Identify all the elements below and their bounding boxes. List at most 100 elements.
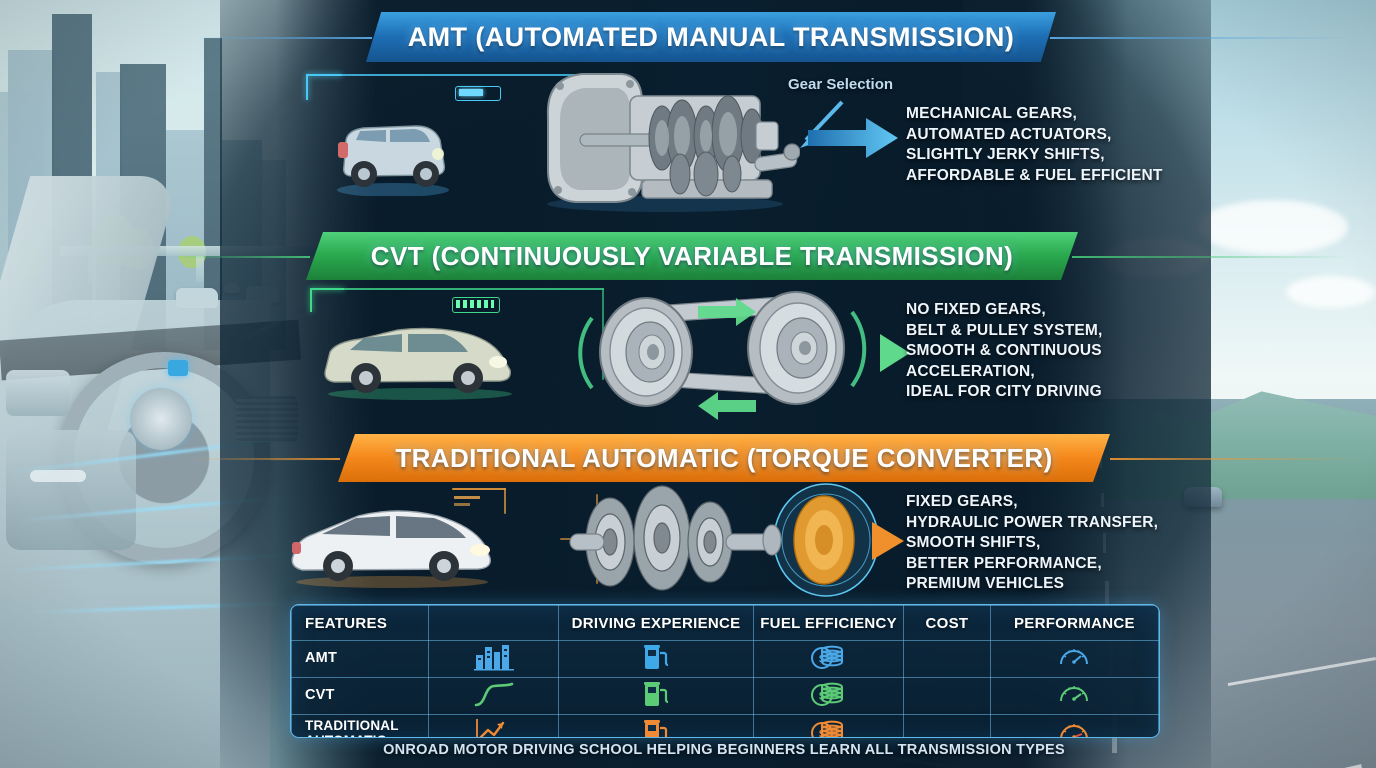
svg-text:$: $ <box>819 654 825 666</box>
cell-performance-amt <box>989 640 1159 678</box>
gauge-icon <box>1060 686 1089 702</box>
cvt-feature-1: BELT & PULLEY SYSTEM, <box>906 321 1103 339</box>
col-performance: PERFORMANCE <box>989 605 1159 641</box>
amt-feature-1: AUTOMATED ACTUATORS, <box>906 125 1112 143</box>
hud-frame-right <box>504 488 506 514</box>
cell-performance-auto <box>989 714 1159 737</box>
side-mirror <box>6 370 70 416</box>
amt-feature-3: AFFORDABLE & FUEL EFFICIENT <box>906 166 1163 184</box>
auto-banner-label: TRADITIONAL AUTOMATIC (TORQUE CONVERTER) <box>395 442 1053 473</box>
city-skyline-icon <box>473 645 514 671</box>
comparison-table: FEATURES DRIVING EXPERIENCE FUEL EFFICIE… <box>290 604 1160 738</box>
gear-selection-callout: Gear Selection <box>788 76 894 93</box>
cvt-feature-list: NO FIXED GEARS, BELT & PULLEY SYSTEM, SM… <box>906 300 1103 403</box>
cloud <box>1286 276 1376 309</box>
auto-feature-list: FIXED GEARS, HYDRAULIC POWER TRANSFER, S… <box>906 492 1158 595</box>
cell-driving-cvt <box>558 677 755 715</box>
hud-tick <box>454 503 470 506</box>
coin-stack-icon: $ <box>810 682 843 706</box>
gauge-icon <box>1060 723 1089 737</box>
hud-line <box>312 288 344 290</box>
amt-banner: AMT (AUTOMATED MANUAL TRANSMISSION) <box>366 12 1056 62</box>
hud-frame-top <box>342 288 604 290</box>
row-label-cvt: CVT <box>291 677 429 715</box>
overpass <box>60 246 320 256</box>
cell-driving-amt <box>558 640 755 678</box>
cvt-pulley-illustration <box>578 291 867 420</box>
col-driving-experience: DRIVING EXPERIENCE <box>558 605 755 641</box>
cell-cost-auto <box>903 714 991 737</box>
s-curve-chart-icon <box>474 682 513 707</box>
building <box>204 38 222 350</box>
col-cost: COST <box>903 605 991 641</box>
auto-banner-line-left <box>190 458 340 460</box>
instrument-cluster <box>130 388 192 450</box>
amt-banner-label: AMT (AUTOMATED MANUAL TRANSMISSION) <box>407 21 1015 52</box>
table-row: AMT <box>291 640 1159 678</box>
cvt-banner-label: CVT (CONTINUOUSLY VARIABLE TRANSMISSION) <box>370 240 1014 271</box>
cell-chart-amt <box>427 640 560 678</box>
cell-fuel-amt: $ <box>753 640 905 678</box>
hud-battery <box>455 86 501 101</box>
cvt-feature-0: NO FIXED GEARS, <box>906 301 1046 318</box>
table-row: CVT <box>291 677 1159 715</box>
auto-banner: TRADITIONAL AUTOMATIC (TORQUE CONVERTER) <box>338 434 1110 482</box>
cell-chart-auto <box>427 714 560 737</box>
col-fuel-efficiency: FUEL EFFICIENCY <box>753 605 905 641</box>
row-label-traditional-automatic: TRADITIONAL AUTOMATIC <box>291 714 429 737</box>
cloud <box>1198 199 1349 254</box>
cell-driving-auto <box>558 714 755 737</box>
coin-stack-icon: $ <box>810 720 843 738</box>
cell-fuel-auto: $ <box>753 714 905 738</box>
overpass-pillar <box>196 256 204 282</box>
hud-frame-top <box>340 74 610 76</box>
auto-feature-0: FIXED GEARS, <box>906 493 1018 510</box>
amt-compact-car <box>337 125 449 196</box>
amt-banner-line-right <box>1050 37 1350 39</box>
hud-battery-fill <box>459 89 483 96</box>
cell-performance-cvt <box>989 677 1159 715</box>
amt-flow-arrow <box>808 118 898 158</box>
rising-line-chart-icon <box>475 719 504 737</box>
hud-tick <box>454 496 480 499</box>
footer-caption: ONROAD MOTOR DRIVING SCHOOL HELPING BEGI… <box>383 742 1065 758</box>
cvt-flow-arrow <box>880 334 910 372</box>
row-label-amt: AMT <box>291 640 429 678</box>
cvt-hatchback-car <box>324 327 512 400</box>
hud-line <box>308 74 342 76</box>
cvt-pulley-left <box>599 297 693 407</box>
amt-feature-list: MECHANICAL GEARS, AUTOMATED ACTUATORS, S… <box>906 104 1163 186</box>
svg-text:$: $ <box>819 728 825 738</box>
cell-chart-cvt <box>427 677 560 715</box>
auto-torque-converter-illustration <box>569 483 879 597</box>
amt-banner-line-left <box>196 37 372 39</box>
cvt-arrow-reverse <box>698 392 756 420</box>
door-panel <box>6 430 136 550</box>
col-blank <box>427 605 560 641</box>
cvt-banner: CVT (CONTINUOUSLY VARIABLE TRANSMISSION) <box>306 232 1078 280</box>
cvt-arrow-forward <box>698 298 756 326</box>
cvt-banner-line-left <box>170 256 310 258</box>
svg-text:$: $ <box>819 691 825 703</box>
table-row: TRADITIONAL AUTOMATIC <box>291 714 1159 738</box>
auto-feature-4: PREMIUM VEHICLES <box>906 575 1065 593</box>
hud-line <box>310 288 312 312</box>
amt-feature-2: SLIGHTLY JERKY SHIFTS, <box>906 146 1105 164</box>
cvt-feature-2: SMOOTH & CONTINUOUS <box>906 342 1102 360</box>
amt-gearbox-illustration <box>546 73 800 212</box>
fuel-pump-icon <box>644 645 669 669</box>
cell-cost-amt <box>903 640 991 678</box>
gauge-icon <box>1060 649 1089 665</box>
hud-line <box>306 74 308 100</box>
col-features: FEATURES <box>291 605 429 641</box>
auto-feature-1: HYDRAULIC POWER TRANSFER, <box>906 513 1159 531</box>
cvt-feature-4: IDEAL FOR CITY DRIVING <box>906 383 1102 401</box>
hud-frame-top <box>452 488 506 490</box>
auto-feature-3: BETTER PERFORMANCE, <box>906 554 1102 572</box>
cell-fuel-cvt: $ <box>753 677 905 715</box>
info-display <box>168 360 188 376</box>
auto-banner-line-right <box>1110 458 1360 460</box>
hud-readout <box>452 297 500 313</box>
auto-sedan-car <box>291 510 491 588</box>
